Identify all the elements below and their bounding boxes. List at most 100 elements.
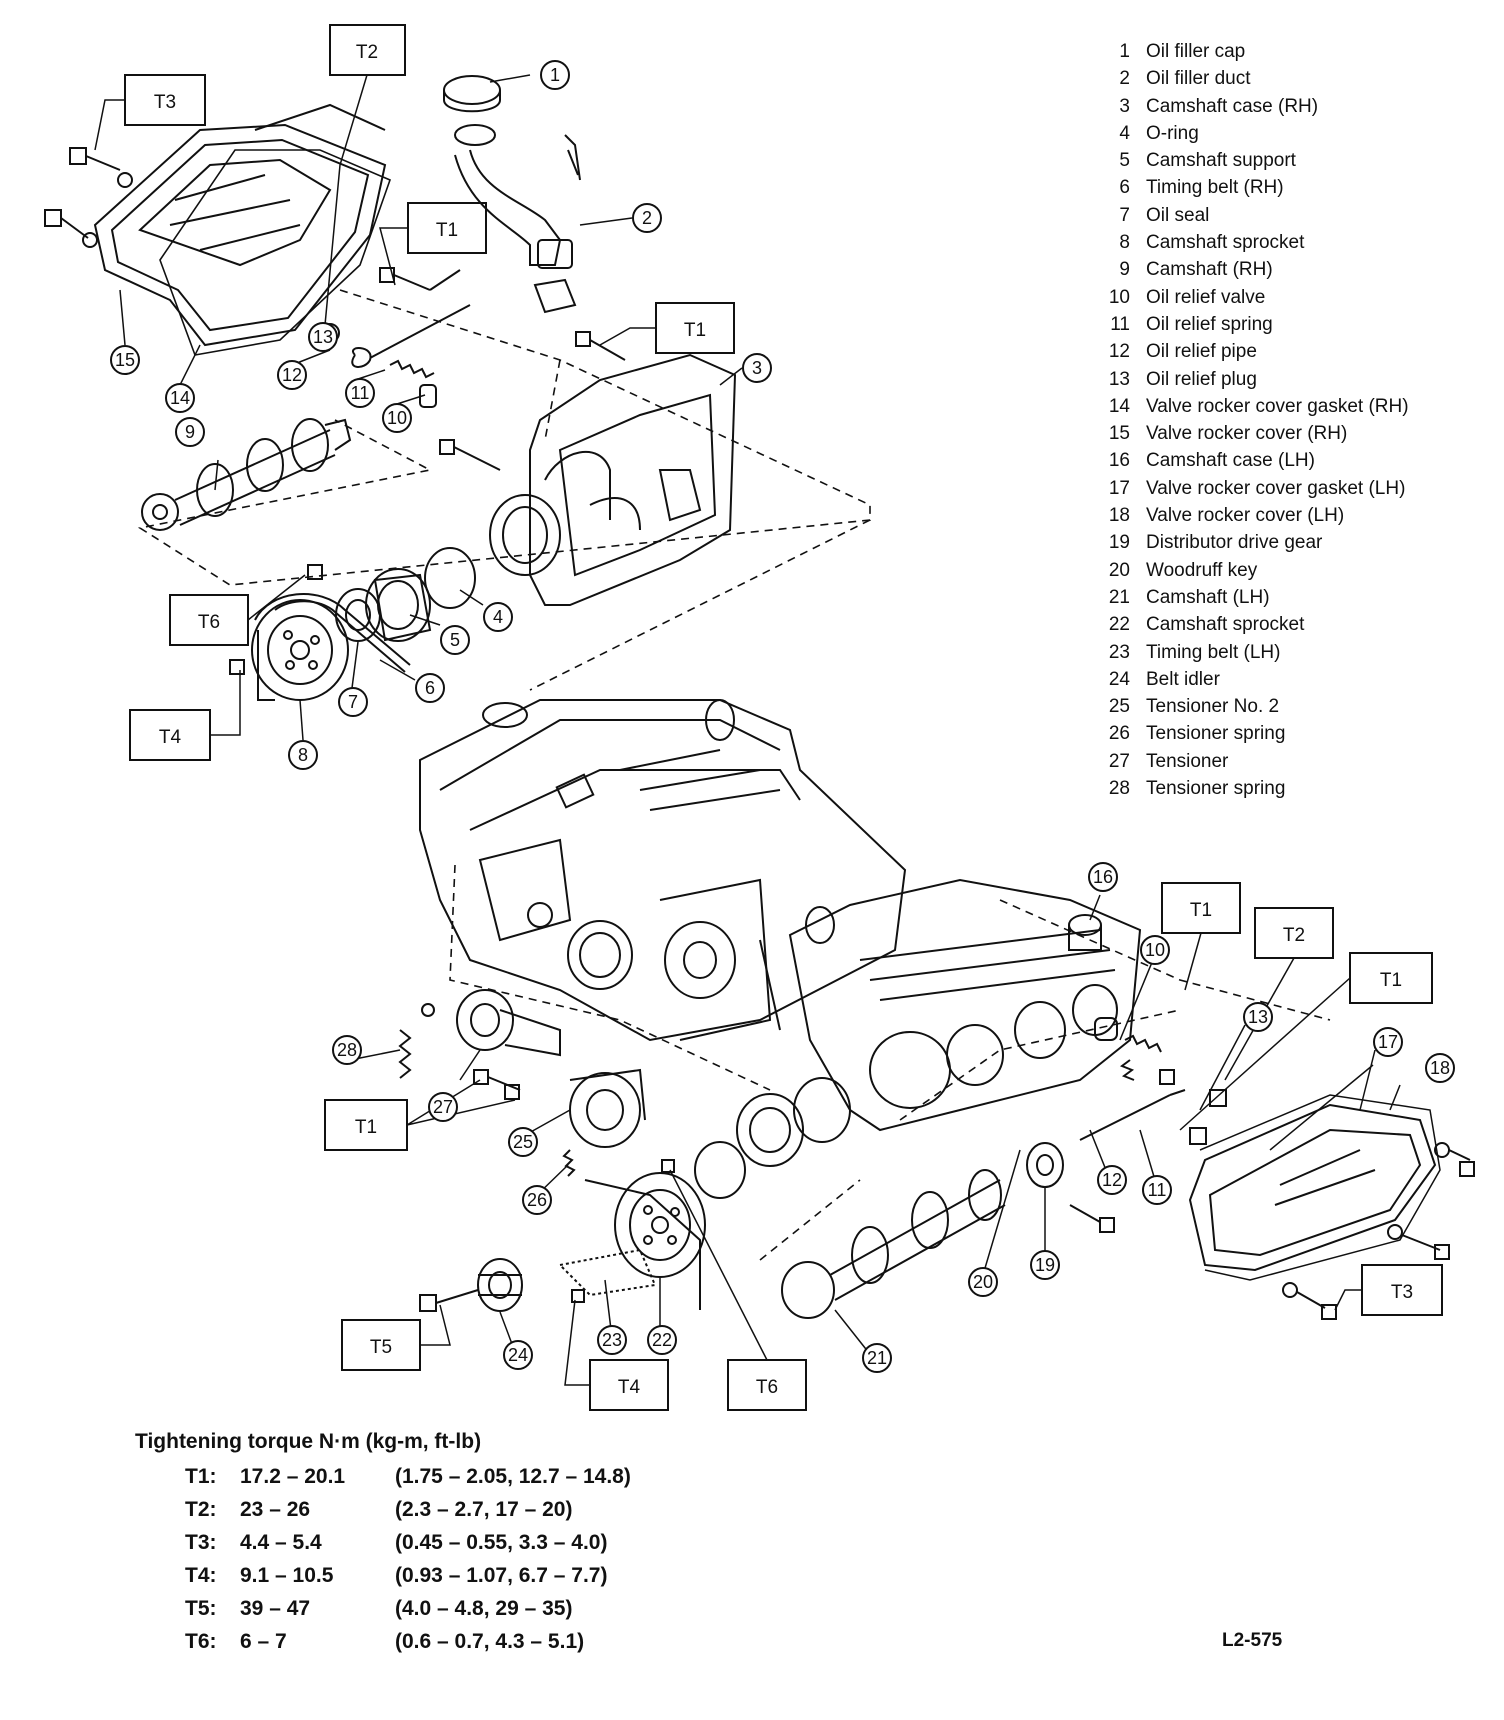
tbox-t3-top: T3 [124, 74, 206, 126]
part-number: 7 [1119, 204, 1130, 226]
svg-text:6: 6 [425, 678, 435, 698]
timing-belt-lh [557, 1179, 701, 1310]
svg-text:19: 19 [1035, 1255, 1055, 1275]
svg-text:17: 17 [1378, 1032, 1398, 1052]
callout-6: 6 [415, 673, 445, 703]
part-name: Camshaft case (LH) [1146, 450, 1315, 472]
part-number: 17 [1108, 477, 1130, 499]
callout-20: 20 [968, 1267, 998, 1297]
torque-label-boxes: T2 T3 T1 T1 T6 T4 T1 T2 T1 T1 T3 T5 T4 T… [124, 24, 1443, 1411]
camshaft-support-lh [694, 1077, 851, 1199]
oil-relief-assembly-lh [1079, 1017, 1227, 1145]
tbox-t6-top: T6 [169, 594, 249, 646]
callout-14: 14 [165, 383, 195, 413]
callout-24: 24 [503, 1340, 533, 1370]
part-name: Camshaft case (RH) [1146, 95, 1319, 117]
tightening-torque-table: Tightening torque N·m (kg-m, ft-lb) T1:1… [135, 1430, 631, 1658]
part-name: Woodruff key [1146, 559, 1258, 581]
figure-code: L2-575 [1222, 1630, 1283, 1651]
part-name: Camshaft sprocket [1146, 614, 1305, 636]
callout-7: 7 [338, 687, 368, 717]
part-number: 27 [1108, 750, 1130, 772]
tbox-t6-bottom: T6 [727, 1359, 807, 1411]
o-ring-rh [424, 547, 476, 609]
part-number: 10 [1108, 286, 1130, 308]
svg-text:11: 11 [1148, 1180, 1167, 1200]
callout-11b: 11 [1142, 1175, 1172, 1205]
svg-text:T1: T1 [355, 1117, 377, 1138]
svg-text:2: 2 [642, 208, 652, 228]
torque-nm-value: 23 – 26 [240, 1497, 311, 1521]
part-name: Oil relief plug [1146, 368, 1257, 390]
svg-text:3: 3 [752, 358, 762, 378]
part-number: 21 [1108, 586, 1130, 608]
distributor-drive-gear [1026, 1142, 1064, 1188]
torque-row: T6:6 – 7(0.6 – 0.7, 4.3 – 5.1) [185, 1625, 631, 1658]
part-number: 11 [1110, 313, 1130, 335]
svg-text:T3: T3 [154, 92, 176, 113]
svg-text:14: 14 [170, 388, 190, 408]
svg-text:24: 24 [508, 1345, 528, 1365]
svg-text:T4: T4 [618, 1377, 641, 1398]
belt-idler [477, 1258, 523, 1312]
part-number: 24 [1108, 668, 1130, 690]
callout-22: 22 [647, 1325, 677, 1355]
part-name: Oil filler cap [1146, 41, 1246, 62]
svg-text:T2: T2 [1283, 925, 1305, 946]
callout-17: 17 [1373, 1027, 1403, 1057]
camshaft-case-lh-top-port [1068, 914, 1102, 951]
tbox-t1-d: T1 [1349, 952, 1433, 1004]
tbox-t2-top: T2 [329, 24, 406, 76]
callout-16: 16 [1088, 862, 1118, 892]
part-number: 5 [1119, 150, 1130, 172]
svg-text:13: 13 [1248, 1007, 1268, 1027]
part-name: Belt idler [1146, 668, 1220, 690]
callout-2: 2 [632, 203, 662, 233]
part-number: 20 [1108, 559, 1130, 581]
part-name: Camshaft sprocket [1146, 232, 1305, 254]
torque-row: T2:23 – 26(2.3 – 2.7, 17 – 20) [185, 1493, 631, 1526]
svg-text:T5: T5 [370, 1337, 392, 1358]
tensioner-spring-28 [398, 1003, 435, 1079]
engine-block [419, 699, 907, 1042]
callout-5: 5 [440, 625, 470, 655]
tbox-t5-bottom: T5 [341, 1319, 421, 1371]
camshaft-case-rh [489, 353, 737, 606]
part-number: 16 [1108, 450, 1130, 472]
part-number: 19 [1108, 532, 1130, 554]
camshaft-lh [781, 1169, 1006, 1319]
svg-text:1: 1 [550, 65, 560, 85]
bolts-top-left [44, 147, 461, 291]
svg-text:22: 22 [652, 1330, 672, 1350]
part-name: Oil relief spring [1146, 313, 1273, 335]
part-name: Distributor drive gear [1146, 532, 1323, 554]
tensioner-spring-26 [562, 1149, 576, 1177]
tensioner-no2 [569, 1068, 646, 1148]
camshaft-sprocket-rh [251, 599, 349, 701]
part-name: Tensioner spring [1146, 778, 1286, 800]
torque-rows: T1:17.2 – 20.1(1.75 – 2.05, 12.7 – 14.8)… [135, 1460, 631, 1658]
torque-alt-values: (0.6 – 0.7, 4.3 – 5.1) [395, 1629, 585, 1653]
svg-text:8: 8 [298, 745, 308, 765]
tbox-t1-b: T1 [655, 302, 735, 354]
torque-label: T1: [185, 1464, 217, 1488]
camshaft-rh [141, 418, 352, 531]
callout-4: 4 [483, 602, 513, 632]
tbox-t2-right: T2 [1254, 907, 1334, 959]
callout-18: 18 [1425, 1053, 1455, 1083]
svg-text:T3: T3 [1391, 1282, 1413, 1303]
part-number: 28 [1108, 778, 1130, 800]
callout-12: 12 [277, 360, 307, 390]
callout-27: 27 [428, 1092, 458, 1122]
tbox-t4-bottom: T4 [589, 1359, 669, 1411]
